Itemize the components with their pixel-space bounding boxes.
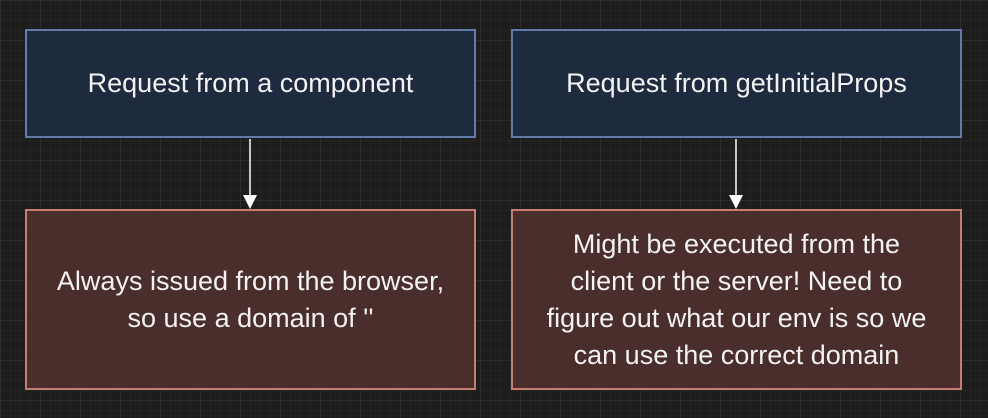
server-domain-note-label: Might be executed from the client or the… xyxy=(546,228,927,370)
browser-domain-note-label: Always issued from the browser, so use a… xyxy=(56,265,445,333)
arrow-getinitialprops-to-server xyxy=(729,139,743,209)
browser-domain-note-box: Always issued from the browser, so use a… xyxy=(25,209,476,390)
request-from-getinitialprops-label: Request from getInitialProps xyxy=(566,68,907,98)
request-from-getinitialprops-box: Request from getInitialProps xyxy=(511,29,962,138)
arrow-component-to-browser xyxy=(243,139,257,209)
request-from-component-label: Request from a component xyxy=(87,68,414,98)
request-from-component-box: Request from a component xyxy=(25,29,476,138)
server-domain-note-box: Might be executed from the client or the… xyxy=(511,209,962,390)
